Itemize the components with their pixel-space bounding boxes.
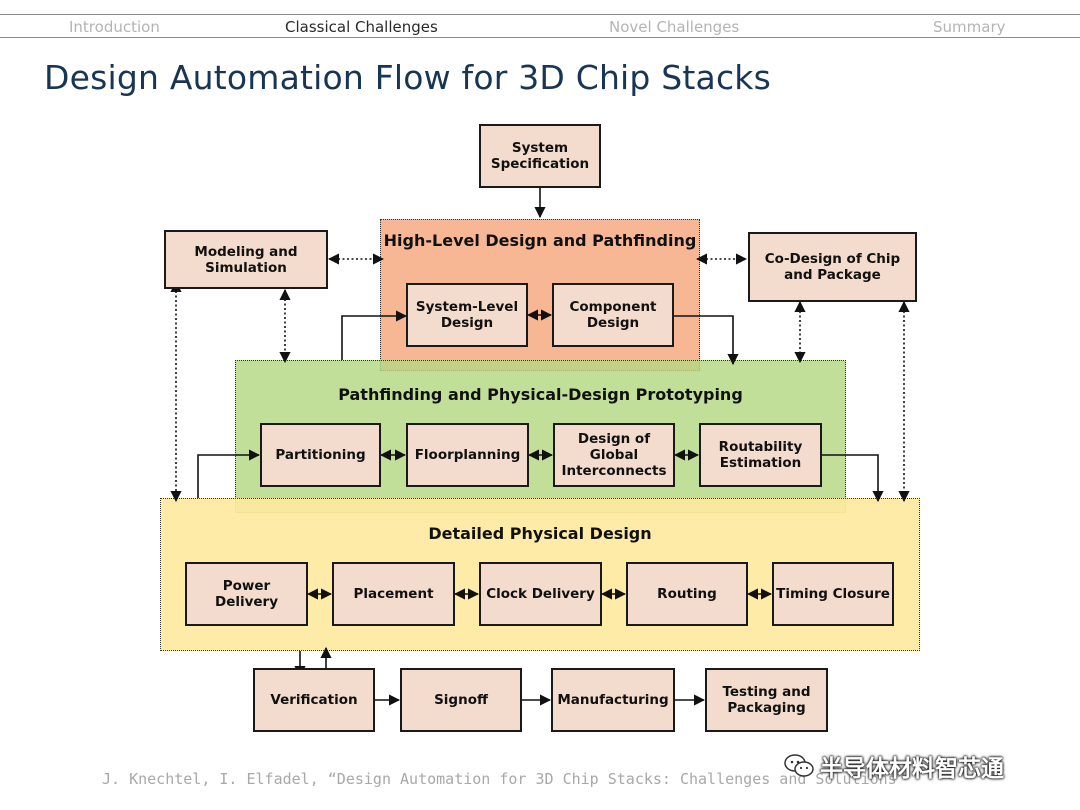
nav-item-novel-challenges[interactable]: Novel Challenges — [609, 18, 740, 36]
nav-item-classical-challenges[interactable]: Classical Challenges — [285, 18, 438, 36]
arrow-pathfinding-to-system-level — [341, 310, 408, 360]
arrow-detailed-to-partitioning — [197, 449, 261, 498]
clock-delivery-box: Clock Delivery — [479, 562, 602, 626]
region-detailed-title: Detailed Physical Design — [428, 524, 652, 543]
partitioning-box: Partitioning — [260, 423, 381, 487]
placement-box: Placement — [332, 562, 455, 626]
manufacturing-box: Manufacturing — [551, 668, 675, 732]
nav-item-introduction[interactable]: Introduction — [69, 18, 160, 36]
watermark-text: 半导体材料智芯通 — [820, 756, 1004, 782]
system-level-design-box: System-Level Design — [406, 283, 528, 347]
codesign-chip-package-box: Co-Design of Chip and Package — [748, 232, 917, 302]
section-nav: Introduction Classical Challenges Novel … — [0, 14, 1080, 38]
arrow-routability-to-detailed — [822, 454, 884, 503]
nav-item-summary[interactable]: Summary — [933, 18, 1006, 36]
system-specification-box: System Specification — [479, 124, 601, 188]
signoff-box: Signoff — [400, 668, 522, 732]
arrow-component-to-pathfinding — [674, 315, 739, 366]
floorplanning-box: Floorplanning — [406, 423, 529, 487]
component-design-box: Component Design — [552, 283, 674, 347]
modeling-simulation-box: Modeling and Simulation — [164, 230, 328, 289]
global-interconnects-box: Design of Global Interconnects — [553, 423, 675, 487]
region-high-level-title: High-Level Design and Pathfinding — [383, 231, 697, 250]
watermark: 半导体材料智芯通 — [784, 746, 1004, 786]
verification-box: Verification — [253, 668, 375, 732]
slide-title: Design Automation Flow for 3D Chip Stack… — [44, 58, 772, 97]
testing-packaging-box: Testing and Packaging — [705, 668, 828, 732]
region-pathfinding-title: Pathfinding and Physical-Design Prototyp… — [338, 385, 743, 404]
routability-estimation-box: Routability Estimation — [699, 423, 822, 487]
timing-closure-box: Timing Closure — [772, 562, 894, 626]
wechat-icon — [784, 753, 814, 779]
power-delivery-box: Power Delivery — [185, 562, 308, 626]
citation-footer: J. Knechtel, I. Elfadel, “Design Automat… — [102, 770, 906, 788]
routing-box: Routing — [626, 562, 748, 626]
